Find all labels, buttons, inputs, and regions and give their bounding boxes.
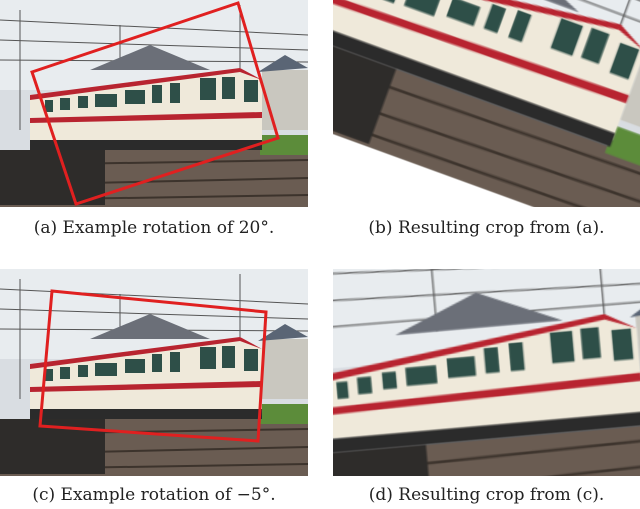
rotation-overlay-a — [30, 1, 280, 206]
panel-a-image — [0, 0, 308, 207]
caption-b: (b) Resulting crop from (a). — [368, 218, 605, 238]
rotation-overlay-c — [38, 289, 268, 443]
panel-d-image — [333, 269, 640, 476]
caption-d: (d) Resulting crop from (c). — [368, 485, 605, 505]
caption-a: (a) Example rotation of 20°. — [33, 218, 275, 238]
caption-c: (c) Example rotation of −5°. — [32, 485, 276, 505]
panel-b-image — [333, 0, 640, 207]
panel-c-image — [0, 269, 308, 476]
